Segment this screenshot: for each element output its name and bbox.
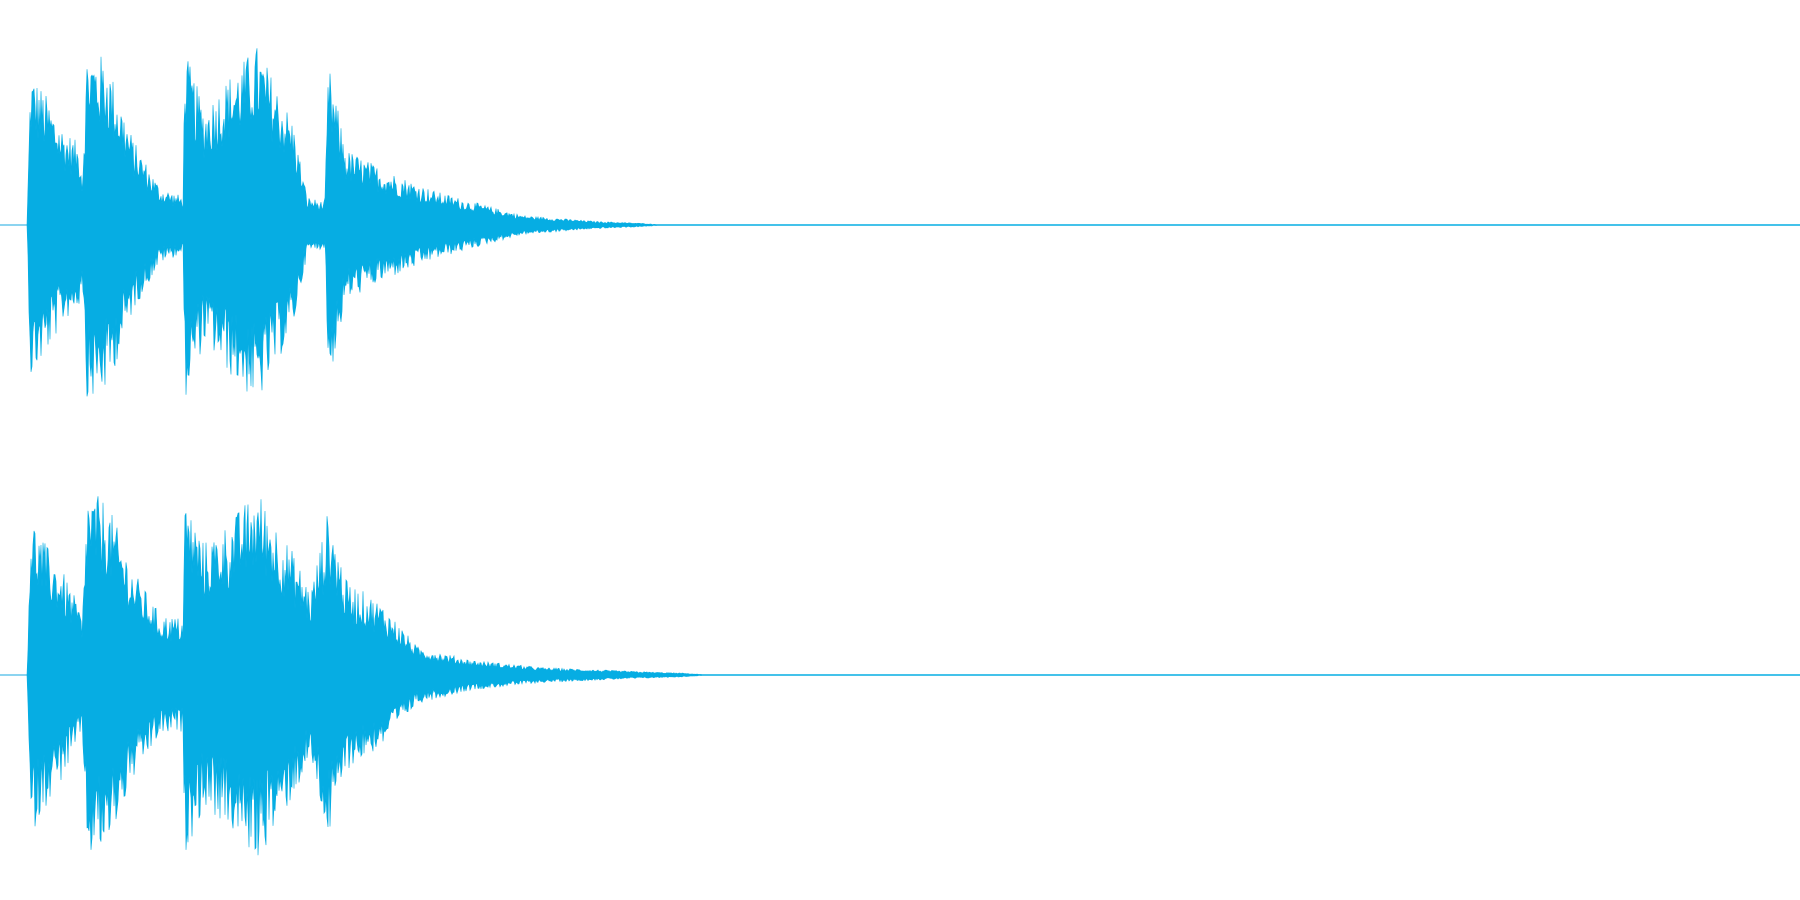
channel-1-waveform [26, 48, 1800, 397]
channel-2-waveform [26, 496, 1800, 856]
channel-2-track[interactable] [0, 496, 1800, 856]
channel-1-track[interactable] [0, 48, 1800, 397]
